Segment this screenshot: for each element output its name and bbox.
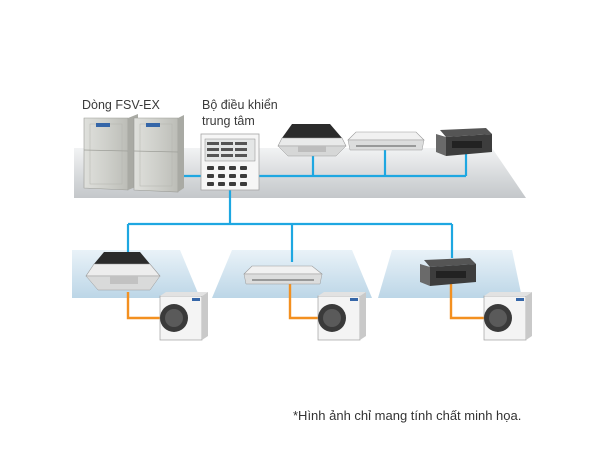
central-controller-icon: [200, 133, 260, 191]
cassette-unit-icon: [277, 124, 347, 157]
top-platform: [74, 148, 526, 198]
ducted-unit-icon: [420, 258, 476, 286]
ceiling-unit-icon: [347, 131, 425, 151]
refrigerant-lines: [126, 280, 484, 320]
ducted-unit-icon: [436, 128, 492, 156]
cassette-unit-icon: [85, 252, 161, 291]
ceiling-unit-icon: [243, 265, 323, 285]
disclaimer-footnote: *Hình ảnh chỉ mang tính chất minh họa.: [293, 408, 522, 423]
split-outdoor-unit-icon: [483, 292, 532, 341]
controller-label-line1: Bộ điều khiển: [202, 98, 278, 112]
vrf-outdoor-unit-icon: [83, 114, 184, 193]
split-outdoor-unit-icon: [159, 292, 208, 341]
split-outdoor-unit-icon: [317, 292, 366, 341]
controller-label-line2: trung tâm: [202, 114, 255, 128]
outdoor-unit-label: Dòng FSV-EX: [82, 98, 160, 112]
